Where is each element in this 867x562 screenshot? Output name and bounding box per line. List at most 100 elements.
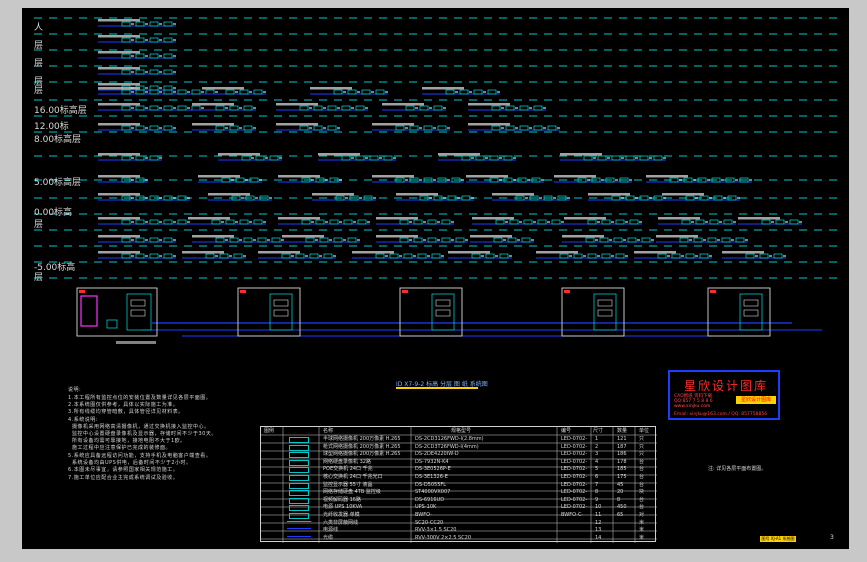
note-line: 摄像机采用网络高清摄像机，通过交换机接入监控中心。 <box>72 424 210 430</box>
legend-cell: LED-0702- <box>561 458 588 465</box>
note-line: 施工过程中应注意保护已完成的装修面。 <box>72 445 172 451</box>
device-label <box>98 51 140 54</box>
legend-cell: DS-D5055FL <box>415 481 447 488</box>
camera-icon <box>685 253 695 259</box>
rack <box>593 293 617 331</box>
camera-icon <box>259 195 269 201</box>
device-label <box>422 87 464 90</box>
camera-icon <box>135 105 145 111</box>
camera-icon <box>395 177 405 183</box>
legend-cell: 8 <box>617 496 621 503</box>
camera-icon <box>149 125 159 131</box>
legend-cell: 块 <box>639 489 645 496</box>
camera-icon <box>587 253 597 259</box>
rack-unit <box>743 299 759 307</box>
legend-cell: 米 <box>639 534 645 541</box>
device-tag <box>131 179 134 181</box>
floor-label: 层 <box>34 41 44 51</box>
camera-icon <box>583 155 593 161</box>
device-label <box>564 217 606 220</box>
legend-cell: 20 <box>617 489 624 496</box>
device-tag <box>343 239 346 241</box>
device-group <box>468 103 546 111</box>
device-label <box>278 175 320 178</box>
camera-icon <box>611 155 621 161</box>
device-tag <box>663 197 666 199</box>
camera-icon <box>499 253 509 259</box>
camera-icon <box>229 125 239 131</box>
legend-cell: 178 <box>617 458 627 465</box>
device-tag <box>351 107 354 109</box>
camera-icon <box>281 253 291 259</box>
camera-icon <box>441 237 451 243</box>
cabinet-caption <box>116 341 156 344</box>
camera-icon <box>191 89 201 95</box>
device-label <box>278 217 320 220</box>
camera-icon <box>485 253 495 259</box>
camera-icon <box>149 219 159 225</box>
device-tag <box>201 107 204 109</box>
rack-unit <box>273 299 289 307</box>
device-tag <box>345 197 348 199</box>
device-tag <box>241 197 244 199</box>
device-label <box>738 217 780 220</box>
camera-icon <box>229 105 239 111</box>
note-line: 系统设备均由UPS供电，后备时间不少于2小时。 <box>72 460 192 466</box>
device-label <box>98 193 140 196</box>
device-tag <box>621 197 624 199</box>
device-tag <box>749 179 752 181</box>
camera-icon <box>327 125 337 131</box>
main-panel <box>80 295 98 327</box>
device-group <box>98 51 176 59</box>
device-group <box>198 175 262 183</box>
device-tag <box>429 107 432 109</box>
camera-icon <box>121 177 131 183</box>
device-group <box>352 251 444 259</box>
device-tag <box>159 157 162 159</box>
rack <box>126 293 152 331</box>
camera-icon <box>721 237 731 243</box>
legend-cell: 3 <box>595 451 599 458</box>
camera-icon <box>427 237 437 243</box>
camera-icon <box>149 21 159 27</box>
camera-icon <box>177 219 187 225</box>
device-label <box>312 193 354 196</box>
camera-icon <box>491 105 501 111</box>
floor-label: 层 <box>34 86 44 96</box>
note-line: 2.本系统图仅供参考，具体以实际施工为准。 <box>68 402 179 408</box>
device-tag <box>695 197 698 199</box>
camera-icon <box>313 125 323 131</box>
device-tag <box>471 157 474 159</box>
camera-icon <box>431 253 441 259</box>
device-label <box>376 235 418 238</box>
device-group <box>470 235 534 243</box>
device-tag <box>371 91 374 93</box>
note-line: 3.所有线缆均穿管暗敷，具体管径详见材料表。 <box>68 409 184 415</box>
device-tag <box>639 221 642 223</box>
cabinet-tag <box>240 290 246 293</box>
cabinet-tag <box>564 290 570 293</box>
camera-icon <box>135 237 145 243</box>
device-group <box>278 217 370 225</box>
camera-icon <box>149 105 159 111</box>
device-group <box>656 235 748 243</box>
device-tag <box>601 179 604 181</box>
riser-cabinets <box>76 287 822 344</box>
camera-icon <box>653 195 663 201</box>
cabinet-frame <box>707 287 771 337</box>
camera-icon <box>471 253 481 259</box>
camera-icon <box>121 53 131 59</box>
floor-label: 层 <box>34 273 44 283</box>
device-tag <box>187 221 190 223</box>
device-tag <box>423 221 426 223</box>
legend-cell: 7 <box>595 481 599 488</box>
camera-icon <box>723 219 733 225</box>
camera-icon <box>681 219 691 225</box>
camera-icon <box>727 195 737 201</box>
legend-cell: DS-6916UD <box>415 496 445 503</box>
device-tag <box>399 255 402 257</box>
device-tag <box>231 179 234 181</box>
device-label <box>656 235 698 238</box>
camera-icon <box>557 195 567 201</box>
